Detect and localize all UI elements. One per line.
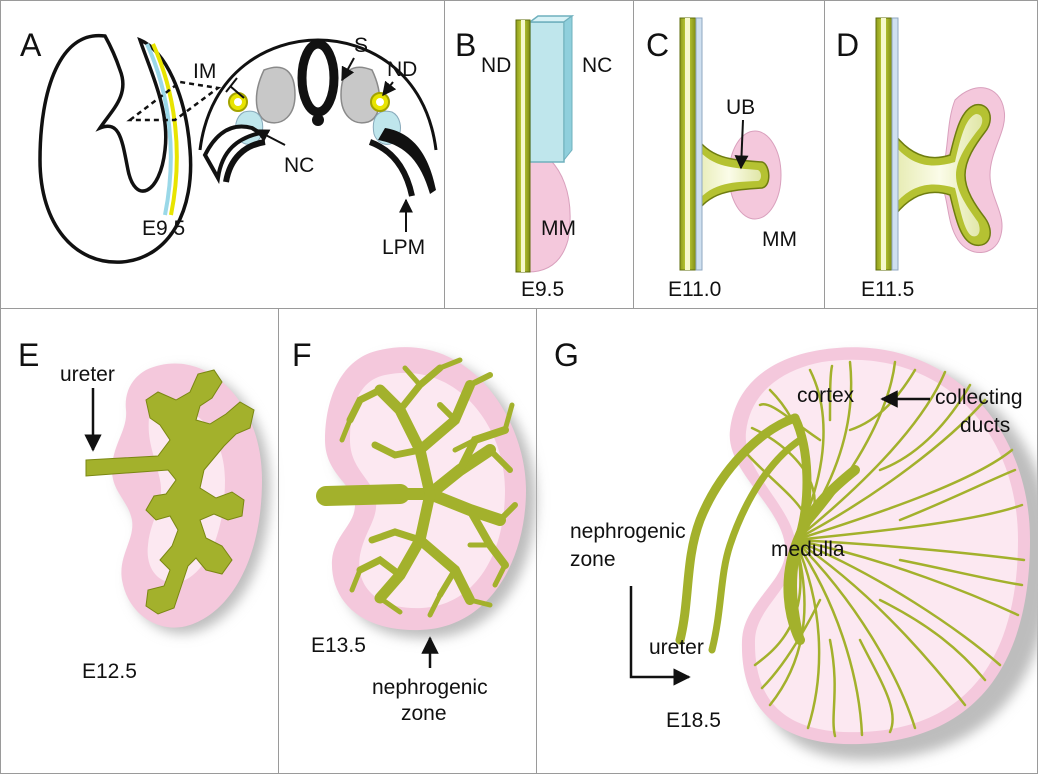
label-nc-a: NC [284,154,314,177]
panel-d-drawing [876,18,1005,270]
label-im: IM [193,60,216,83]
nephric-duct-d-back [892,18,898,270]
panel-b-stage: E9.5 [521,278,564,301]
panel-f-drawing [325,347,536,668]
arrow-nd [383,82,393,95]
label-mm-c: MM [762,228,797,251]
label-nephrogenic-f-2: zone [401,702,447,725]
label-nephrogenic-f-1: nephrogenic [372,676,488,699]
nephric-cord-b [530,22,564,162]
label-s: S [354,34,368,57]
panel-b-letter: B [455,27,476,63]
metanephric-mesenchyme-b [528,145,570,272]
label-lpm: LPM [382,236,425,259]
somite-left [256,67,295,123]
label-cortex: cortex [797,384,855,407]
nephric-duct-d-lumen [881,18,886,270]
nephric-duct-c-lumen [685,18,690,270]
panel-g-stage: E18.5 [666,709,721,732]
panel-f-stage: E13.5 [311,634,366,657]
panel-e-drawing [86,364,270,634]
label-ureter-g: ureter [649,636,704,659]
label-nc-b: NC [582,54,612,77]
label-nephrogenic-g-2: zone [570,548,616,571]
label-nd-a: ND [387,58,417,81]
notochord [312,114,324,126]
panel-d-stage: E11.5 [861,278,914,301]
panel-a-letter: A [20,27,42,63]
nephric-duct-left-lumen [234,98,242,106]
panel-e-letter: E [18,337,39,373]
panel-d-letter: D [836,27,859,63]
lpm-left [205,127,260,178]
label-ub: UB [726,96,755,119]
panel-e-stage: E12.5 [82,660,137,683]
label-collecting-1: collecting [935,386,1023,409]
panel-g-letter: G [554,337,579,373]
panel-c-letter: C [646,27,669,63]
nephric-cord-b-side [564,16,572,160]
panel-c-stage: E11.0 [668,278,721,301]
label-collecting-2: ducts [960,414,1010,437]
nephric-duct-c-back [696,18,702,270]
panel-a-stage: E9.5 [142,217,185,240]
neural-tube [302,44,334,112]
nephric-duct-right-lumen [376,98,384,106]
label-ureter-e: ureter [60,363,115,386]
panel-a-drawing [40,36,436,263]
label-nephrogenic-g-1: nephrogenic [570,520,686,543]
label-medulla: medulla [771,538,845,561]
label-nd-b: ND [481,54,511,77]
nephric-duct-b-lumen [521,20,525,272]
label-mm-b: MM [541,217,576,240]
panel-f-letter: F [292,337,312,373]
